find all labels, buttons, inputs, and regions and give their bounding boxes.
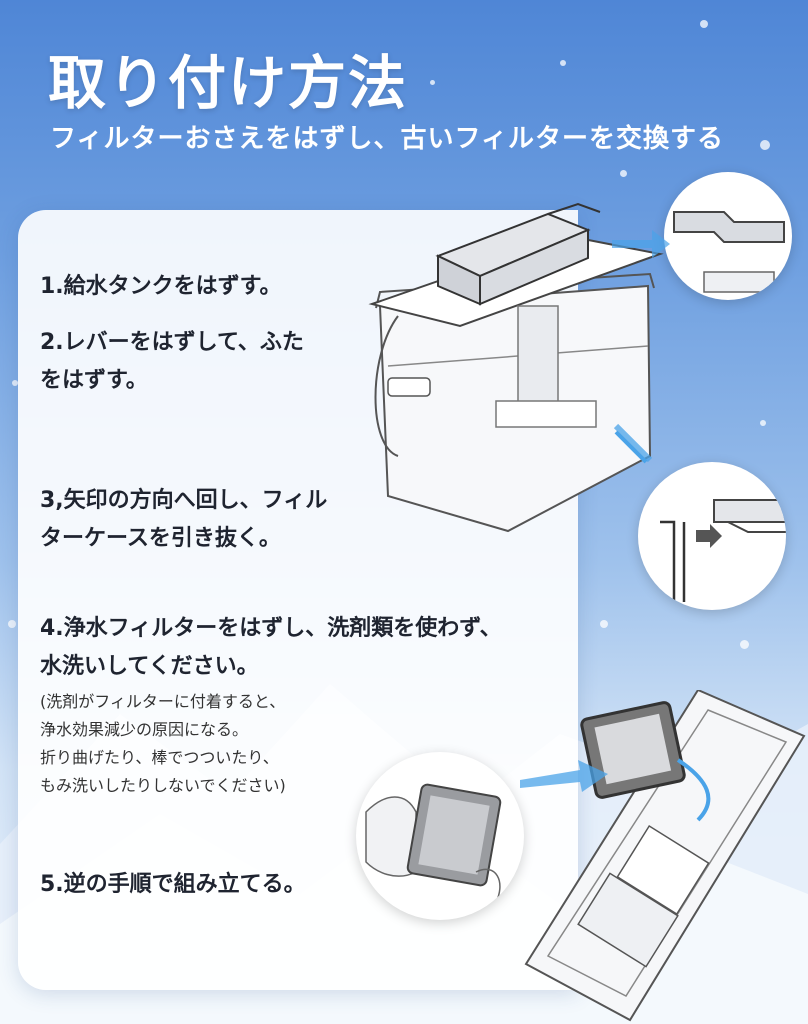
page-title: 取り付け方法: [48, 49, 409, 117]
water-tank-illustration: [368, 202, 664, 533]
latch-detail-icon: [673, 211, 785, 293]
note-line-2: 浄水効果減少の原因になる。: [40, 720, 249, 739]
step-2-line2: をはずす。: [40, 368, 148, 393]
step-4-line2: 水洗いしてください。: [40, 654, 259, 679]
step-5: 5.逆の手順で組み立てる。: [40, 866, 306, 904]
step-3-line2: ターケースを引き抜く。: [40, 526, 281, 551]
step-1-text: 1.給水タンクをはずす。: [40, 274, 282, 299]
pointer-arrow-icon: [612, 230, 670, 258]
step-4: 4.浄水フィルターをはずし、洗剤類を使わず、 水洗いしてください。: [40, 610, 502, 686]
step-2: 2.レバーをはずして、ふた をはずす。: [40, 324, 304, 400]
note-line-1: (洗剤がフィルターに付着すると、: [40, 692, 286, 711]
rotate-detail-icon: [660, 499, 786, 602]
page-subtitle: フィルターおさえをはずし、古いフィルターを交換する: [50, 124, 724, 154]
filter-case-zoom-circle: [638, 462, 786, 610]
step-3-line1: 3,矢印の方向へ回し、フィル: [40, 488, 328, 513]
hand-washing-filter-icon: [365, 783, 502, 903]
note-line-3: 折り曲げたり、棒でつついたり、: [40, 748, 279, 767]
caution-note: (洗剤がフィルターに付着すると、 浄水効果減少の原因になる。 折り曲げたり、棒で…: [40, 688, 286, 800]
filter-case-illustration: [524, 690, 806, 1022]
lid-latch-zoom-circle: [664, 172, 792, 300]
note-line-4: もみ洗いしたりしないでください): [40, 776, 286, 795]
step-5-text: 5.逆の手順で組み立てる。: [40, 872, 306, 897]
pointer-arrow-icon-2: [613, 423, 653, 463]
step-1: 1.給水タンクをはずす。: [40, 268, 281, 306]
step-3: 3,矢印の方向へ回し、フィル ターケースを引き抜く。: [40, 482, 327, 558]
pointer-arrow-icon-3: [520, 760, 608, 792]
washing-zoom-circle: [356, 752, 524, 920]
step-4-line1: 4.浄水フィルターをはずし、洗剤類を使わず、: [40, 616, 502, 641]
step-2-line1: 2.レバーをはずして、ふた: [40, 330, 304, 355]
